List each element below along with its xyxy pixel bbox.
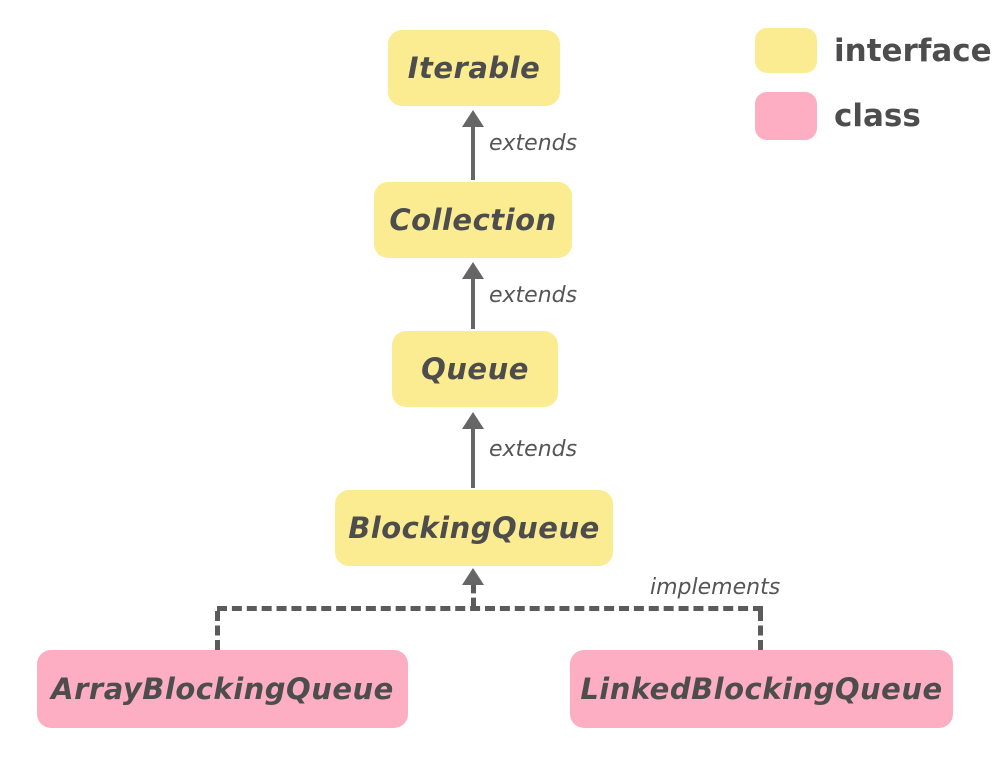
node-collection: Collection xyxy=(374,182,572,258)
node-blockingqueue: BlockingQueue xyxy=(335,490,613,566)
arrow-up-icon xyxy=(462,262,484,279)
arrow-up-icon xyxy=(462,412,484,429)
node-queue: Queue xyxy=(392,331,558,407)
extends-label: extends xyxy=(489,131,578,156)
legend-swatch-interface xyxy=(755,28,817,73)
extends-label: extends xyxy=(489,283,578,308)
arrow-shaft xyxy=(471,125,475,180)
arrow-shaft xyxy=(471,427,475,488)
dashed-line-horizontal xyxy=(217,606,763,611)
dashed-line-vertical xyxy=(471,585,476,606)
dashed-line-vertical xyxy=(758,611,763,650)
arrow-shaft xyxy=(471,277,475,329)
dashed-line-vertical xyxy=(215,611,220,650)
legend-label-class: class xyxy=(834,98,921,134)
extends-label: extends xyxy=(489,437,578,462)
legend-label-interface: interface xyxy=(834,33,992,69)
node-arrayblockingqueue: ArrayBlockingQueue xyxy=(37,650,408,728)
legend-swatch-class xyxy=(755,92,817,140)
node-iterable: Iterable xyxy=(388,30,560,106)
arrow-up-icon xyxy=(462,568,484,585)
arrow-up-icon xyxy=(462,110,484,127)
node-linkedblockingqueue: LinkedBlockingQueue xyxy=(570,650,953,728)
implements-label: implements xyxy=(650,575,781,600)
